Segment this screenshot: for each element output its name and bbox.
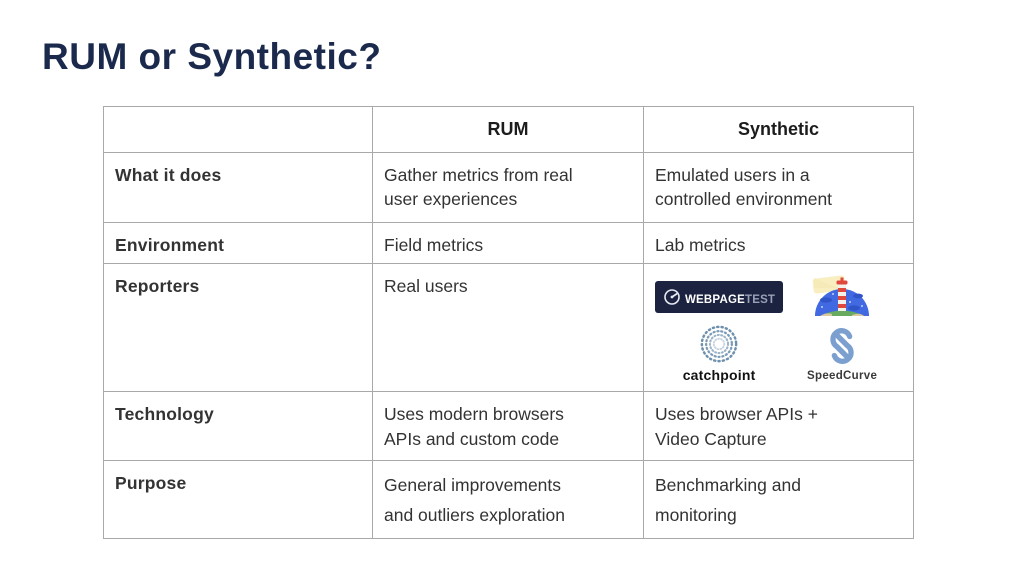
webpagetest-text-light: TEST <box>744 294 776 307</box>
header-blank-cell <box>103 106 373 153</box>
row-label-purpose: Purpose <box>103 460 373 540</box>
cell-environment-rum: Field metrics <box>372 221 644 265</box>
webpagetest-text-bold: WEBPAGE <box>685 294 745 307</box>
cell-what-it-does-rum: Gather metrics from real user experience… <box>372 152 644 223</box>
cell-reporters-synthetic-logos: WEBPAGETEST <box>643 263 914 393</box>
cell-text: Lab metrics <box>655 235 746 255</box>
table-row: Purpose General improvements and outlier… <box>103 460 914 540</box>
table-row: Technology Uses modern browsers APIs and… <box>103 391 914 462</box>
dotted-sunburst-icon <box>700 325 738 363</box>
logo-grid: WEBPAGETEST <box>655 274 901 385</box>
page-title: RUM or Synthetic? <box>42 36 382 77</box>
catchpoint-logo: catchpoint <box>683 324 756 385</box>
cell-purpose-rum: General improvements and outliers explor… <box>372 460 644 540</box>
cell-text: Field metrics <box>384 235 484 255</box>
table-header-row: RUM Synthetic <box>103 106 914 153</box>
cell-text: Emulated users in a controlled environme… <box>655 165 833 210</box>
cell-text: Uses browser APIs + Video Capture <box>655 404 818 449</box>
cell-text: General improvements and outliers explor… <box>384 475 565 526</box>
header-synthetic: Synthetic <box>643 106 914 153</box>
row-label-what-it-does: What it does <box>103 152 373 223</box>
gauge-icon <box>664 289 680 305</box>
table-row: Reporters Real users WEBPAGETEST <box>103 263 914 393</box>
table-row: Environment Field metrics Lab metrics <box>103 221 914 265</box>
row-label-environment: Environment <box>103 221 373 265</box>
row-label-technology: Technology <box>103 391 373 462</box>
s-curve-icon <box>830 328 854 364</box>
webpagetest-logo: WEBPAGETEST <box>655 281 784 314</box>
cell-text: Real users <box>384 276 468 297</box>
cell-text: Benchmarking and monitoring <box>655 475 801 526</box>
cell-what-it-does-synthetic: Emulated users in a controlled environme… <box>643 152 914 223</box>
cell-environment-synthetic: Lab metrics <box>643 221 914 265</box>
lighthouse-icon <box>812 275 870 317</box>
cell-text: Gather metrics from real user experience… <box>384 165 573 210</box>
comparison-table: RUM Synthetic What it does Gather metric… <box>103 106 914 540</box>
table-row: What it does Gather metrics from real us… <box>103 152 914 223</box>
catchpoint-label: catchpoint <box>682 367 756 384</box>
cell-text: Uses modern browsers APIs and custom cod… <box>384 404 564 449</box>
cell-technology-synthetic: Uses browser APIs + Video Capture <box>643 391 914 462</box>
row-label-reporters: Reporters <box>103 263 373 393</box>
cell-reporters-rum: Real users <box>372 263 644 393</box>
header-rum: RUM <box>372 106 644 153</box>
cell-purpose-synthetic: Benchmarking and monitoring <box>643 460 914 540</box>
speedcurve-label: SpeedCurve <box>807 369 878 382</box>
cell-technology-rum: Uses modern browsers APIs and custom cod… <box>372 391 644 462</box>
speedcurve-logo: SpeedCurve <box>807 325 877 385</box>
